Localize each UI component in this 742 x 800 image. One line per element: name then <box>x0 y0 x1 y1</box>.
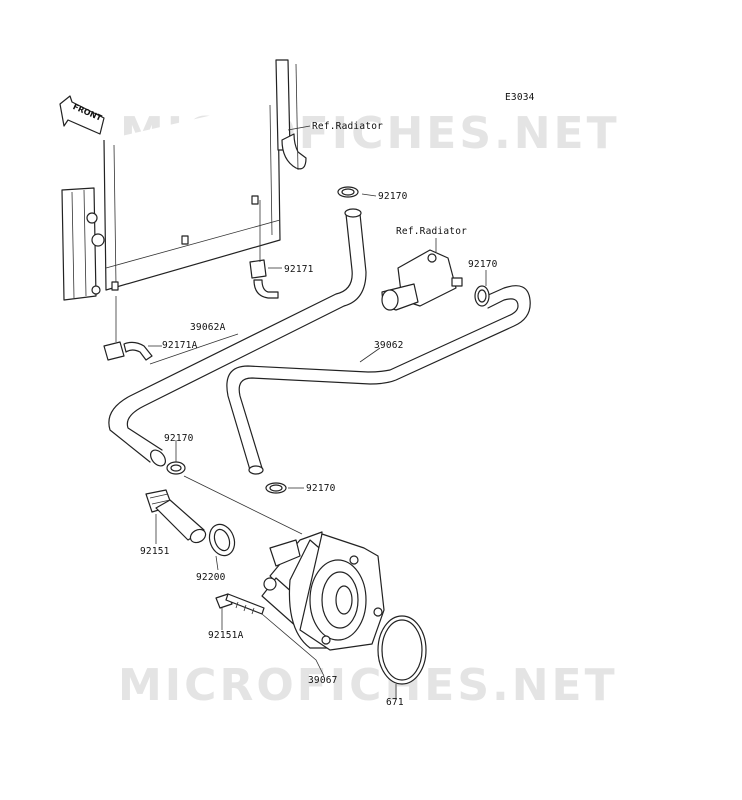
oring-671-label: 671 <box>386 697 404 708</box>
oring-671 <box>377 615 427 685</box>
cooler-39067-label: 39067 <box>308 675 338 686</box>
clamp-92170-top-label: 92170 <box>378 191 408 202</box>
clamp-92170-left-label: 92170 <box>164 433 194 444</box>
ref-radiator-label-2: Ref.Radiator <box>396 226 468 237</box>
hose-39062 <box>226 285 531 475</box>
fitting-92151 <box>145 489 207 544</box>
holder-92171a <box>103 296 153 361</box>
hose-39062a-label: 39062A <box>190 322 226 333</box>
radiator <box>61 59 307 301</box>
hose-39062-label: 39062 <box>374 340 404 351</box>
radiator-outlet-fitting <box>381 238 463 311</box>
bolt-92151a <box>215 593 265 615</box>
bolt-92151a-label: 92151A <box>208 630 244 641</box>
front-arrow-icon <box>59 95 105 135</box>
watermark-bottom: MICROFICHES.NET <box>118 660 618 711</box>
clamp-92170-left <box>166 461 186 475</box>
hose-39062a <box>108 208 367 467</box>
diagram-code: E3034 <box>505 92 535 103</box>
fitting-92151-label: 92151 <box>140 546 170 557</box>
holder-92171a-label: 92171A <box>162 340 198 351</box>
holder-92171 <box>249 200 279 299</box>
clamp-92170-lower-label: 92170 <box>306 483 336 494</box>
clamp-92170-right-label: 92170 <box>468 259 498 270</box>
clamp-92170-right <box>474 285 490 307</box>
clamp-92170-lower <box>265 482 287 494</box>
clamp-92170-top <box>337 186 359 198</box>
oring-92200-label: 92200 <box>196 572 226 583</box>
oring-92200 <box>208 523 236 557</box>
oil-cooler-39067 <box>261 531 385 651</box>
holder-92171-label: 92171 <box>284 264 314 275</box>
ref-radiator-label-1: Ref.Radiator <box>312 121 384 132</box>
